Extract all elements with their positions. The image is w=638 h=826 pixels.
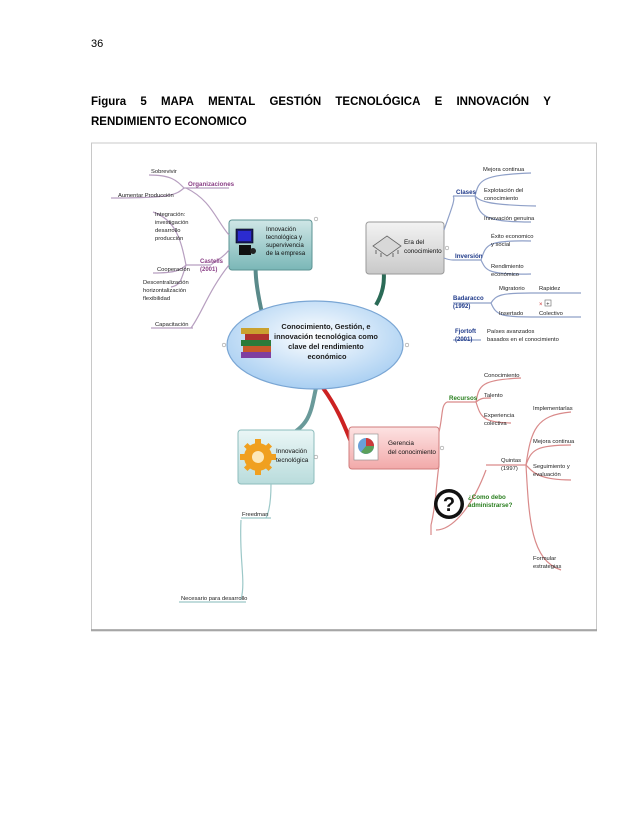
bl-connectors: [179, 483, 272, 603]
caption-line-1: Figura 5 MAPA MENTAL GESTIÓN TECNOLÓGICA…: [91, 92, 551, 112]
caption-word: MENTAL: [208, 96, 256, 108]
label-organizaciones: Organizaciones: [188, 181, 235, 188]
central-topic-text: Conocimiento, Gestión, e innovación tecn…: [274, 322, 380, 361]
node-handles: [221, 216, 450, 460]
central-topic-node: [226, 300, 404, 390]
caption-word: Y: [543, 96, 551, 108]
br-connectors: [430, 377, 572, 571]
question-mark-icon: ?: [434, 489, 464, 519]
label-exito: Éxito economico y social: [491, 233, 535, 248]
mind-map-figure: Conocimiento, Gestión, e innovación tecn…: [91, 142, 597, 632]
label-inversion: Inversión: [455, 253, 483, 260]
node-text: Gerencia del conocimiento: [388, 440, 436, 456]
label-aumentar-produccion: Aumentar Producción: [118, 193, 174, 199]
chip-icon: [372, 235, 402, 257]
gear-icon: [240, 439, 276, 475]
caption-word: INNOVACIÓN: [456, 96, 530, 108]
computer-user-icon: [235, 228, 256, 255]
svg-text:?: ?: [443, 494, 455, 516]
label-implementarlas: Implementarlas: [533, 406, 573, 412]
caption-word: Figura: [91, 96, 127, 108]
label-necesario: Necesario para desarrollo: [181, 596, 247, 602]
label-sobrevivir: Sobrevivir: [151, 169, 177, 175]
label-quintas: Quintas (1997): [501, 458, 523, 472]
label-clases: Clases: [456, 189, 477, 196]
caption-word: MAPA: [160, 96, 194, 108]
label-formular: Formular estrategias: [533, 556, 561, 570]
label-colectivo: Colectivo: [539, 311, 563, 317]
label-paises: Países avanzados basados en el conocimie…: [487, 329, 559, 343]
label-castells: Castells (2001): [200, 259, 225, 273]
node-text: Innovación tecnológica y supervivencia d…: [266, 226, 306, 257]
label-seguimiento: Seguimiento y evaluación: [533, 464, 571, 478]
pie-chart-icon: [353, 433, 379, 461]
svg-text:+: +: [546, 301, 549, 307]
label-migratorio: Migratorio: [499, 286, 525, 292]
label-rapidez: Rapidez: [539, 286, 560, 292]
node-text: Innovación tecnológica: [276, 448, 309, 464]
node-text: Era del conocimiento: [404, 239, 442, 255]
label-cooperacion: Cooperación: [157, 267, 190, 273]
svg-text:×: ×: [539, 302, 543, 308]
relationship-markers-icon: × +: [539, 299, 552, 308]
label-integracion: Integración: investigación desarrollo pr…: [155, 212, 190, 242]
label-capacitacion: Capacitación: [155, 322, 189, 328]
tr-connectors: [443, 172, 581, 341]
figure-caption: Figura 5 MAPA MENTAL GESTIÓN TECNOLÓGICA…: [91, 92, 551, 132]
label-explotacion: Explotación del conocimiento: [484, 188, 525, 202]
caption-word: 5: [140, 96, 147, 108]
label-fjortoft: Fjortoft (2001): [455, 329, 478, 343]
books-icon: [241, 328, 271, 358]
label-insertado: Insertado: [499, 311, 523, 317]
label-recursos: Recursos: [449, 395, 478, 402]
caption-word: E: [434, 96, 443, 108]
label-descentralizacion: Descentralización horizontalización flex…: [143, 280, 190, 302]
node-era-conocimiento: [365, 221, 445, 275]
label-badaracco: Badaracco (1992): [453, 296, 485, 310]
label-mejora-continua: Mejora continua: [483, 167, 525, 173]
label-rendimiento: Rendimiento económico: [491, 264, 525, 278]
label-como-debo: ¿Como debo administrarse?: [468, 494, 513, 509]
label-mejora-continua: Mejora continua: [533, 439, 575, 445]
page-number: 36: [91, 38, 104, 50]
label-talento: Talento: [484, 393, 503, 399]
label-conocimiento: Conocimiento: [484, 373, 519, 379]
label-experiencia: Experiencia colectiva: [484, 413, 516, 427]
caption-word: TECNOLÓGICA: [335, 96, 421, 108]
tl-connectors: [110, 174, 230, 329]
caption-line-2: RENDIMIENTO ECONOMICO: [91, 116, 247, 128]
label-innovacion-genuina: Innovación genuina: [484, 216, 535, 222]
caption-word: GESTIÓN: [269, 96, 322, 108]
label-freedman: Freedman: [242, 512, 268, 518]
